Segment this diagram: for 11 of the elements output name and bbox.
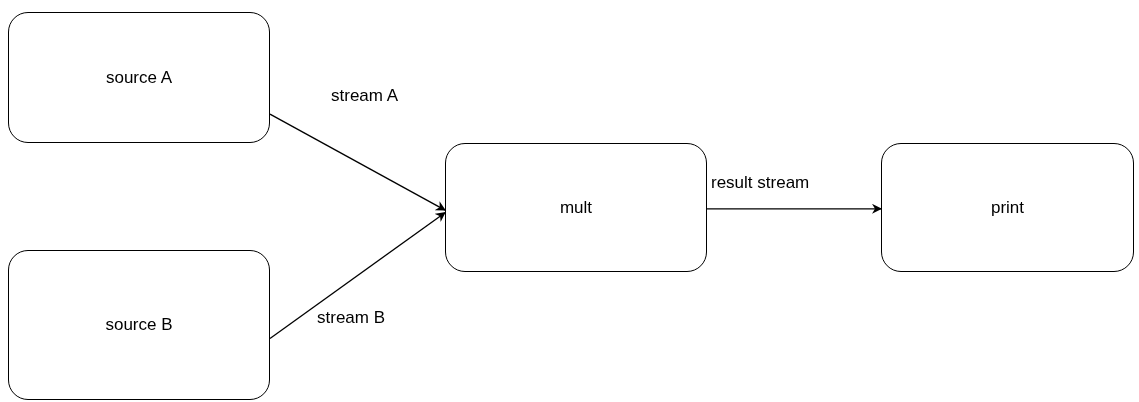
process-box xyxy=(445,143,707,272)
process-box xyxy=(8,12,270,143)
node-label: source A xyxy=(105,67,173,88)
process-box xyxy=(881,143,1134,272)
process-box xyxy=(8,250,270,400)
arrow xyxy=(269,113,446,211)
arrow xyxy=(706,203,882,214)
node-label: mult xyxy=(559,197,593,218)
arrow xyxy=(269,212,446,340)
node-label: print xyxy=(990,197,1025,218)
node-label: source B xyxy=(105,315,173,335)
